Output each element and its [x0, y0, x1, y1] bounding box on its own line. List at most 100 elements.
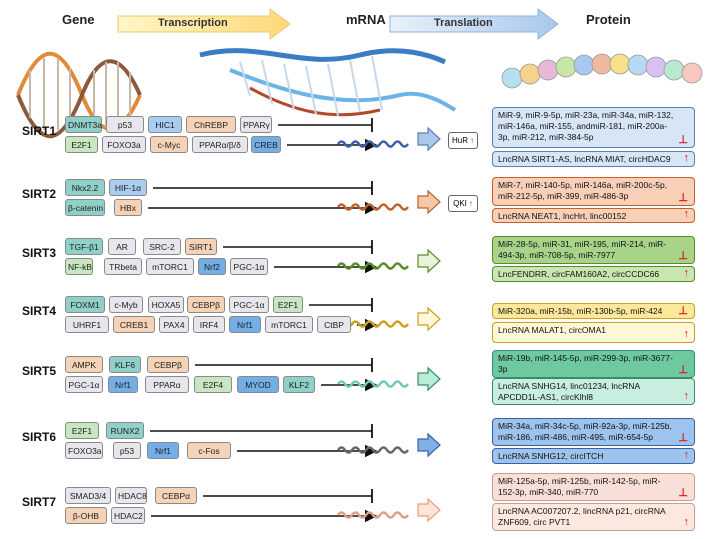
- mirna-list: MiR-125a-5p, miR-125b, miR-142-5p, miR-1…: [498, 476, 661, 497]
- protein-chain-icon: [501, 53, 703, 89]
- mrna-strand-icon: [199, 48, 457, 117]
- repressor-chip: DNMT3a: [65, 116, 102, 133]
- activator-chip: HDAC2: [111, 507, 145, 524]
- header-protein: Protein: [586, 12, 631, 27]
- repressor-chip: HDAC8: [115, 487, 147, 504]
- mrna-wave: [337, 446, 409, 454]
- lncrna-list: LncFENDRR, circFAM160A2, circCCDC66: [498, 269, 660, 279]
- lncrna-box: LncRNA MALAT1, circOMA1 ↑: [492, 322, 695, 343]
- activator-chip: mTORC1: [146, 258, 194, 275]
- repressor-chip: Nkx2.2: [65, 179, 105, 196]
- inhibit-mark-icon: ⊥: [678, 305, 688, 317]
- activator-chip: KLF2: [283, 376, 315, 393]
- up-arrow-icon: ↑: [683, 152, 690, 164]
- activator-chip: HBx: [114, 199, 142, 216]
- translation-arrow: [389, 8, 559, 40]
- up-arrow-icon: ↑: [683, 267, 690, 279]
- mirna-box: MiR-9, miR-9-5p, miR-23a, miR-34a, miR-1…: [492, 107, 695, 148]
- protein-regulator-badge: HuR↑: [448, 132, 478, 149]
- lncrna-box: LncFENDRR, circFAM160A2, circCCDC66 ↑: [492, 266, 695, 282]
- protein-regulator-badge: QKI↑: [448, 195, 478, 212]
- mrna-wave: [337, 262, 409, 270]
- sirt-label: SIRT7: [22, 495, 57, 509]
- translation-block-arrow: [417, 497, 441, 523]
- sirt-label: SIRT1: [22, 124, 57, 138]
- translation-block-arrow: [417, 126, 441, 152]
- repressor-chip: AMPK: [65, 356, 103, 373]
- mirna-list: MiR-320a, miR-15b, miR-130b-5p, miR-424: [498, 306, 663, 316]
- repressor-chip: HIC1: [148, 116, 182, 133]
- activator-chip: TRbeta: [104, 258, 142, 275]
- header-translation: Translation: [434, 17, 493, 29]
- lncrna-list: LncRNA SNHG12, circITCH: [498, 451, 604, 461]
- sirt-label: SIRT3: [22, 246, 57, 260]
- lncrna-box: LncRNA NEAT1, lncHrt, linc00152↑: [492, 208, 695, 223]
- mirna-box: MiR-28-5p, miR-31, miR-195, miR-214, miR…: [492, 236, 695, 264]
- protein-regulator-label: QKI: [453, 199, 467, 208]
- repressor-chip: AR: [108, 238, 136, 255]
- inhibit-mark-icon: ⊥: [678, 487, 688, 499]
- repressor-chip: ChREBP: [186, 116, 236, 133]
- activator-chip: β-catenin: [65, 199, 105, 216]
- activator-chip: Nrf2: [198, 258, 226, 275]
- activator-chip: c-Fos: [187, 442, 231, 459]
- activator-chip: c-Myc: [150, 136, 188, 153]
- repressor-chip: HOXA5: [148, 296, 184, 313]
- activator-chip: Nrf1: [147, 442, 179, 459]
- mirna-list: MiR-34a, miR-34c-5p, miR-92a-3p, miR-125…: [498, 421, 672, 442]
- lncrna-box: LncRNA SNHG14, linc01234, lncRNA APCDD1L…: [492, 378, 695, 405]
- translation-block-arrow: [417, 306, 441, 332]
- translation-block-arrow: [417, 189, 441, 215]
- activator-chip: mTORC1: [265, 316, 313, 333]
- repressor-chip: HIF-1α: [109, 179, 147, 196]
- translation-block-arrow: [417, 432, 441, 458]
- repressor-chip: PGC-1α: [229, 296, 269, 313]
- protein-regulator-label: HuR: [451, 136, 468, 145]
- activator-chip: PAX4: [159, 316, 189, 333]
- inhibit-mark-icon: ⊥: [678, 364, 688, 376]
- repressor-chip: PPARγ: [240, 116, 272, 133]
- repressor-chip: TGF-β1: [65, 238, 103, 255]
- sirt-label: SIRT6: [22, 430, 57, 444]
- activator-chip: UHRF1: [65, 316, 109, 333]
- activator-chip: Nrf1: [108, 376, 138, 393]
- lncrna-box: LncRNA SIRT1-AS, lncRNA MIAT, circHDAC9 ↑: [492, 151, 695, 167]
- up-arrow-icon: ↑: [683, 328, 690, 340]
- mirna-box: MiR-320a, miR-15b, miR-130b-5p, miR-424 ⊥: [492, 303, 695, 319]
- mirna-list: MiR-9, miR-9-5p, miR-23a, miR-34a, miR-1…: [498, 110, 674, 142]
- up-arrow-icon: ↑: [683, 516, 690, 528]
- repressor-chip: SMAD3/4: [65, 487, 111, 504]
- mirna-box: MiR-125a-5p, miR-125b, miR-142-5p, miR-1…: [492, 473, 695, 501]
- mrna-wave: [337, 380, 409, 388]
- activator-chip: IRF4: [193, 316, 225, 333]
- repressor-chip: SIRT1: [185, 238, 217, 255]
- repressor-chip: E2F1: [273, 296, 303, 313]
- sirt-label: SIRT5: [22, 364, 57, 378]
- activator-chip: CREB1: [113, 316, 155, 333]
- repressor-chip: KLF6: [109, 356, 141, 373]
- mirna-list: MiR-7, miR-140-5p, miR-146a, miR-200c-5p…: [498, 180, 668, 201]
- inhibit-mark-icon: ⊥: [678, 192, 688, 204]
- repressor-chip: p53: [106, 116, 144, 133]
- activator-chip: CtBP: [317, 316, 351, 333]
- activator-chip: FOXO3a: [102, 136, 146, 153]
- header-gene: Gene: [62, 12, 95, 27]
- repressor-chip: SRC-2: [143, 238, 181, 255]
- header-transcription: Transcription: [158, 17, 228, 29]
- inhibit-mark-icon: ⊥: [678, 134, 688, 146]
- mrna-wave: [337, 203, 409, 211]
- activator-chip: CREB: [251, 136, 281, 153]
- lncrna-list: LncRNA AC007207.2, lincRNA p21, circRNA …: [498, 506, 666, 527]
- repressor-chip: RUNX2: [106, 422, 144, 439]
- translation-block-arrow: [417, 366, 441, 392]
- activator-chip: PPARα/β/δ: [192, 136, 248, 153]
- up-arrow-icon: ↑: [683, 208, 690, 220]
- repressor-chip: CEBPα: [155, 487, 197, 504]
- up-arrow-icon: ↑: [683, 390, 690, 402]
- lncrna-list: LncRNA SIRT1-AS, lncRNA MIAT, circHDAC9: [498, 154, 671, 164]
- mirna-box: MiR-7, miR-140-5p, miR-146a, miR-200c-5p…: [492, 177, 695, 206]
- lncrna-list: LncRNA MALAT1, circOMA1: [498, 325, 607, 335]
- up-arrow-icon: ↑: [468, 199, 473, 208]
- activator-chip: p53: [113, 442, 141, 459]
